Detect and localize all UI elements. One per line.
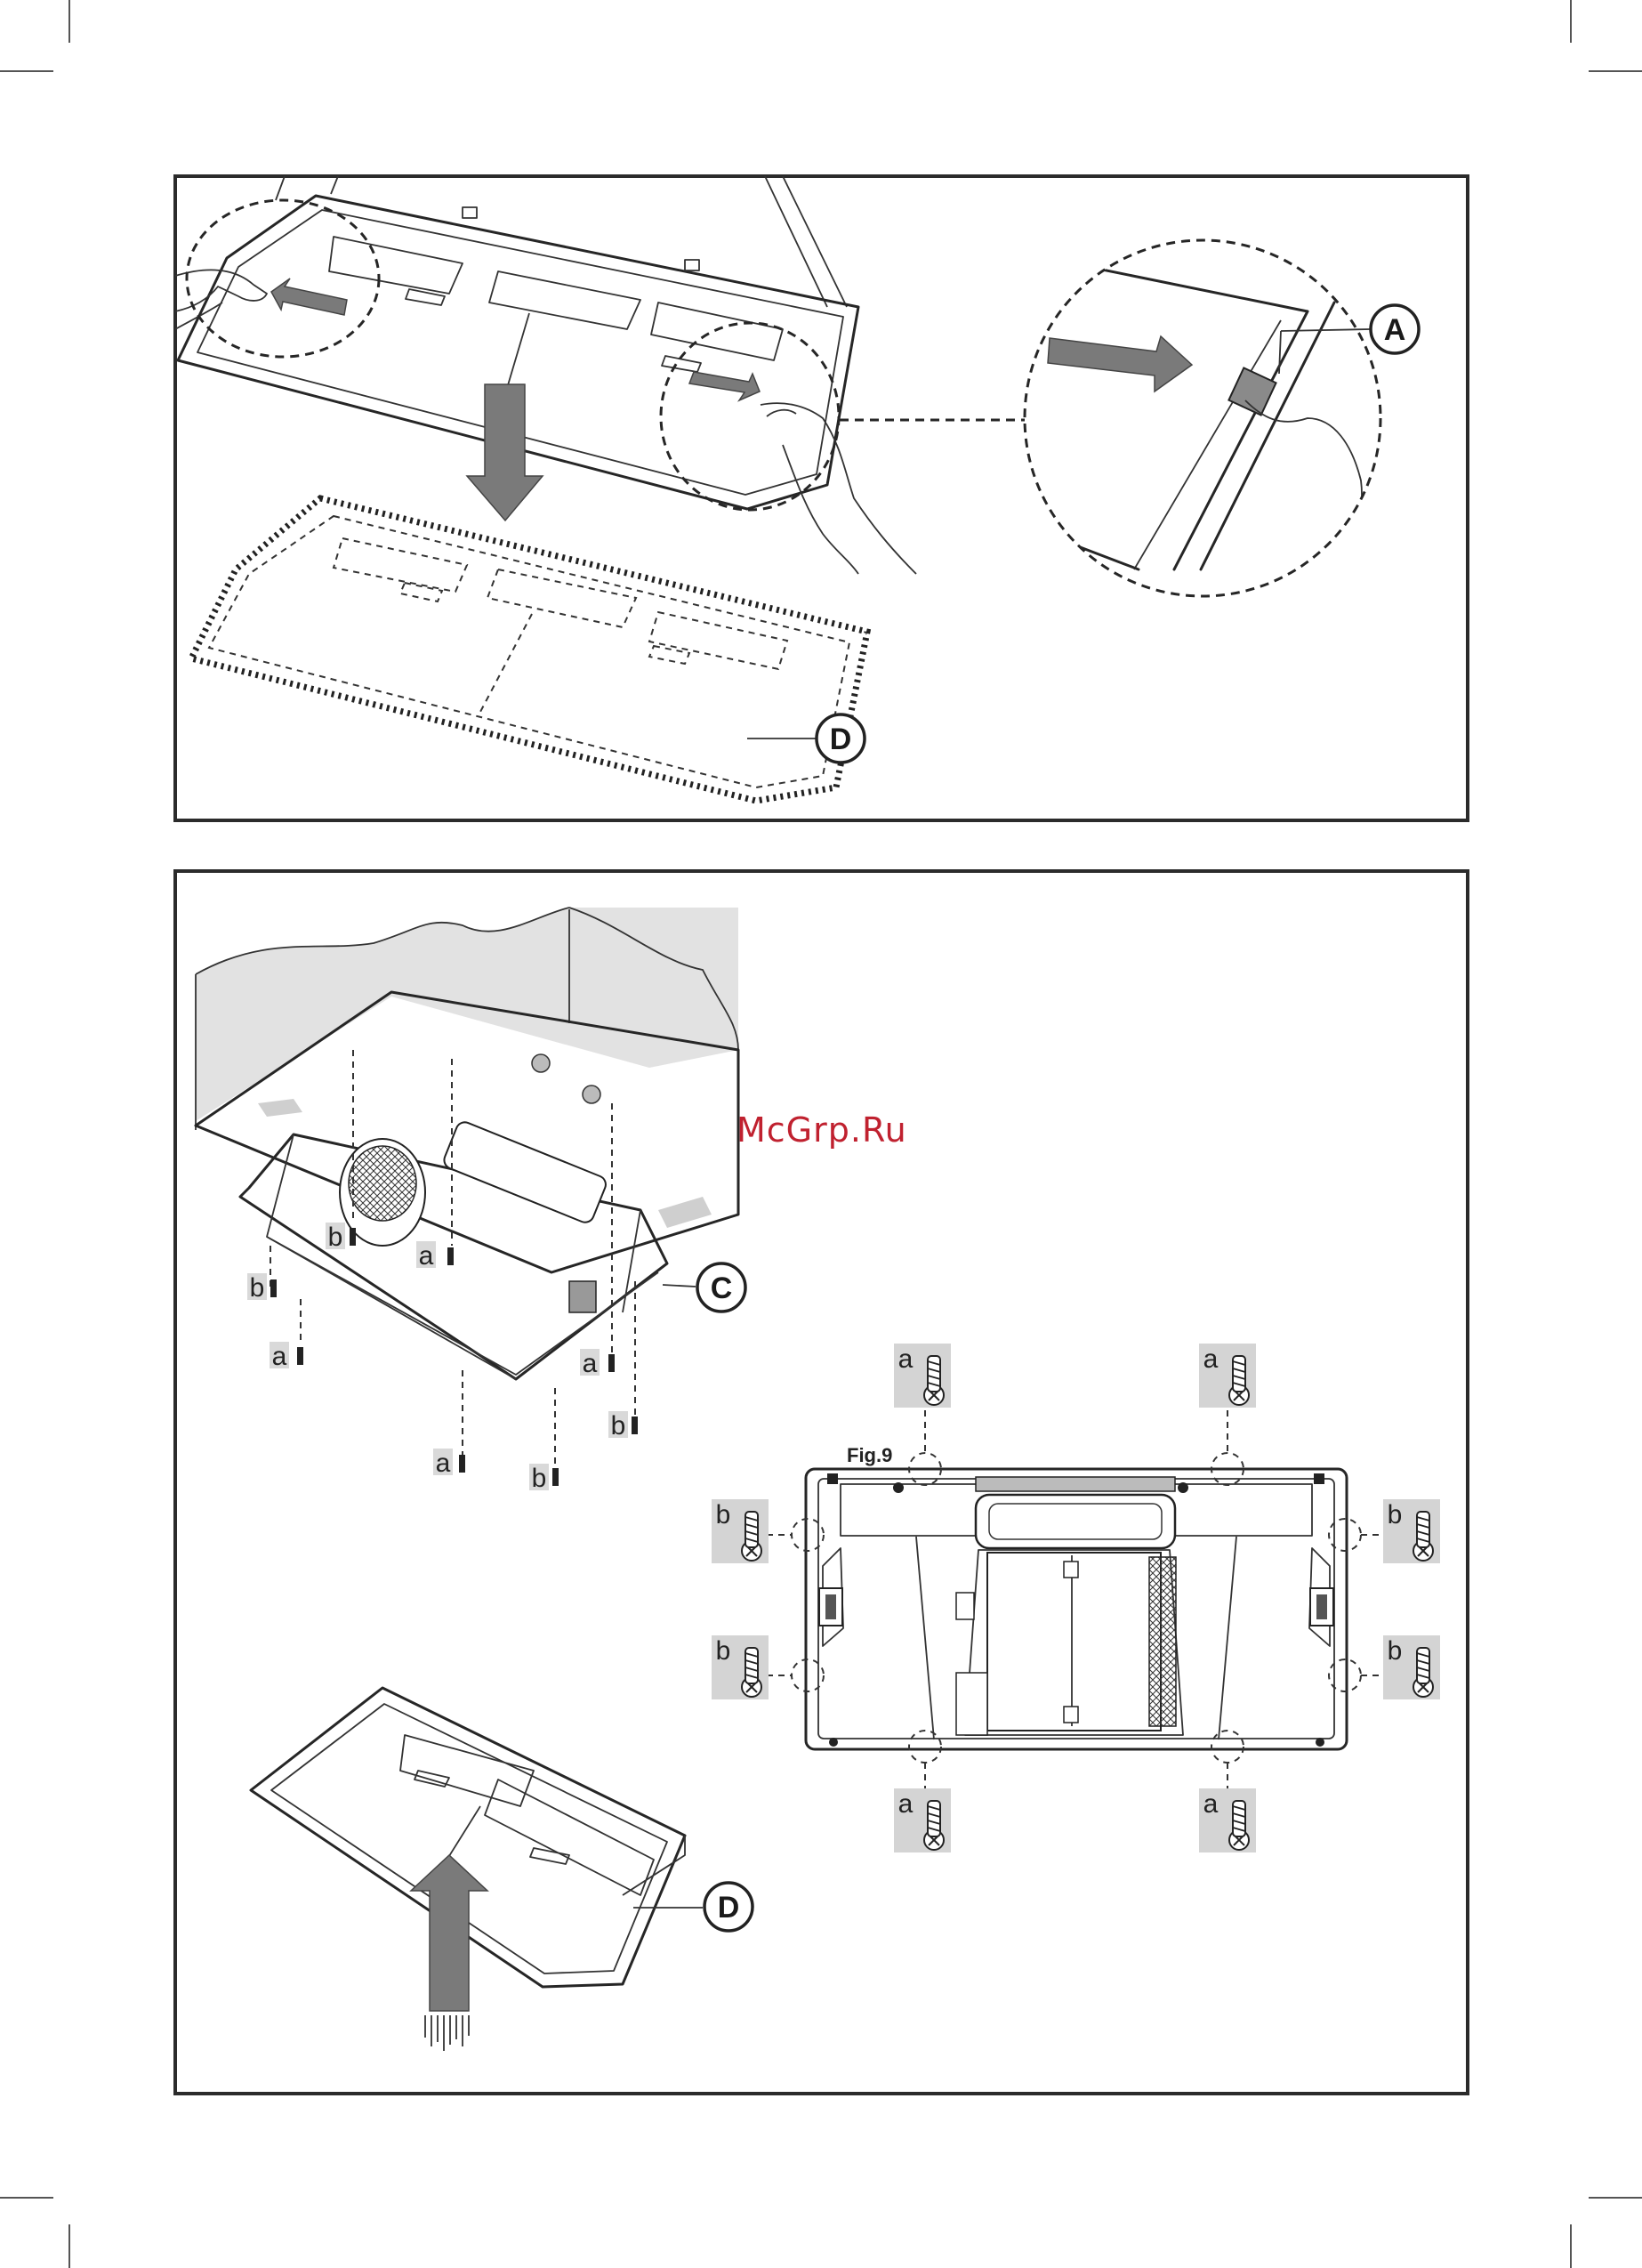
svg-text:a: a — [1203, 1789, 1219, 1819]
callout-d-top-label: D — [830, 722, 852, 756]
svg-text:b: b — [716, 1500, 731, 1529]
svg-text:a: a — [272, 1342, 287, 1371]
tag-a-4: a — [433, 1449, 465, 1478]
bottom-panel-frame — [175, 871, 1468, 2094]
screw-tile-b-right-upper: b — [1383, 1499, 1440, 1563]
left-hand-icon — [175, 270, 267, 329]
screw-tile-b-left-upper: b — [712, 1499, 769, 1563]
slide-left-arrow — [271, 278, 347, 315]
svg-text:b: b — [611, 1411, 626, 1441]
svg-text:a: a — [898, 1789, 914, 1819]
screw-tile-b-left-lower: b — [712, 1635, 769, 1699]
hood-under-cabinet-view — [196, 908, 738, 1468]
svg-text:a: a — [898, 1344, 914, 1374]
slide-right-arrow — [689, 372, 760, 400]
svg-text:b: b — [716, 1636, 731, 1666]
tag-b-2: b — [247, 1273, 277, 1303]
svg-text:a: a — [419, 1241, 434, 1271]
top-illustration: D A — [175, 176, 1419, 801]
screw-tile-a-bottom-left: a — [894, 1788, 951, 1852]
fig9-plan-view: Fig.9 — [767, 1410, 1383, 1788]
removed-filter-outline — [191, 498, 867, 801]
latch-detail-zoom — [1025, 240, 1380, 596]
filter-install-illustration — [251, 1688, 703, 2051]
fig9-label: Fig.9 — [847, 1444, 892, 1466]
svg-text:b: b — [328, 1223, 343, 1252]
latch-slide-arrow — [1048, 336, 1192, 391]
callout-d-bottom-label: D — [718, 1891, 740, 1925]
svg-text:b: b — [250, 1273, 265, 1303]
screw-tile-a-top-right: a — [1199, 1344, 1256, 1408]
callout-c-label: C — [711, 1271, 733, 1305]
watermark-text: McGrp.Ru — [736, 1110, 907, 1150]
callout-a-top-label: A — [1384, 313, 1406, 347]
screw-tile-b-right-lower: b — [1383, 1635, 1440, 1699]
zoom-circle-right — [661, 323, 839, 510]
tag-b-4: b — [529, 1464, 559, 1493]
tag-b-3: b — [608, 1411, 638, 1441]
tag-a-3: a — [580, 1349, 615, 1378]
screw-tile-a-bottom-right: a — [1199, 1788, 1256, 1852]
tag-a-1: a — [416, 1241, 454, 1271]
tag-a-2: a — [270, 1342, 303, 1371]
svg-text:a: a — [1203, 1344, 1219, 1374]
svg-text:b: b — [532, 1464, 547, 1493]
insert-up-arrow — [411, 1855, 487, 2011]
svg-text:b: b — [1388, 1636, 1403, 1666]
svg-text:a: a — [436, 1449, 451, 1478]
svg-text:a: a — [583, 1349, 598, 1378]
svg-text:b: b — [1388, 1500, 1403, 1529]
screw-tile-a-top-left: a — [894, 1344, 951, 1408]
